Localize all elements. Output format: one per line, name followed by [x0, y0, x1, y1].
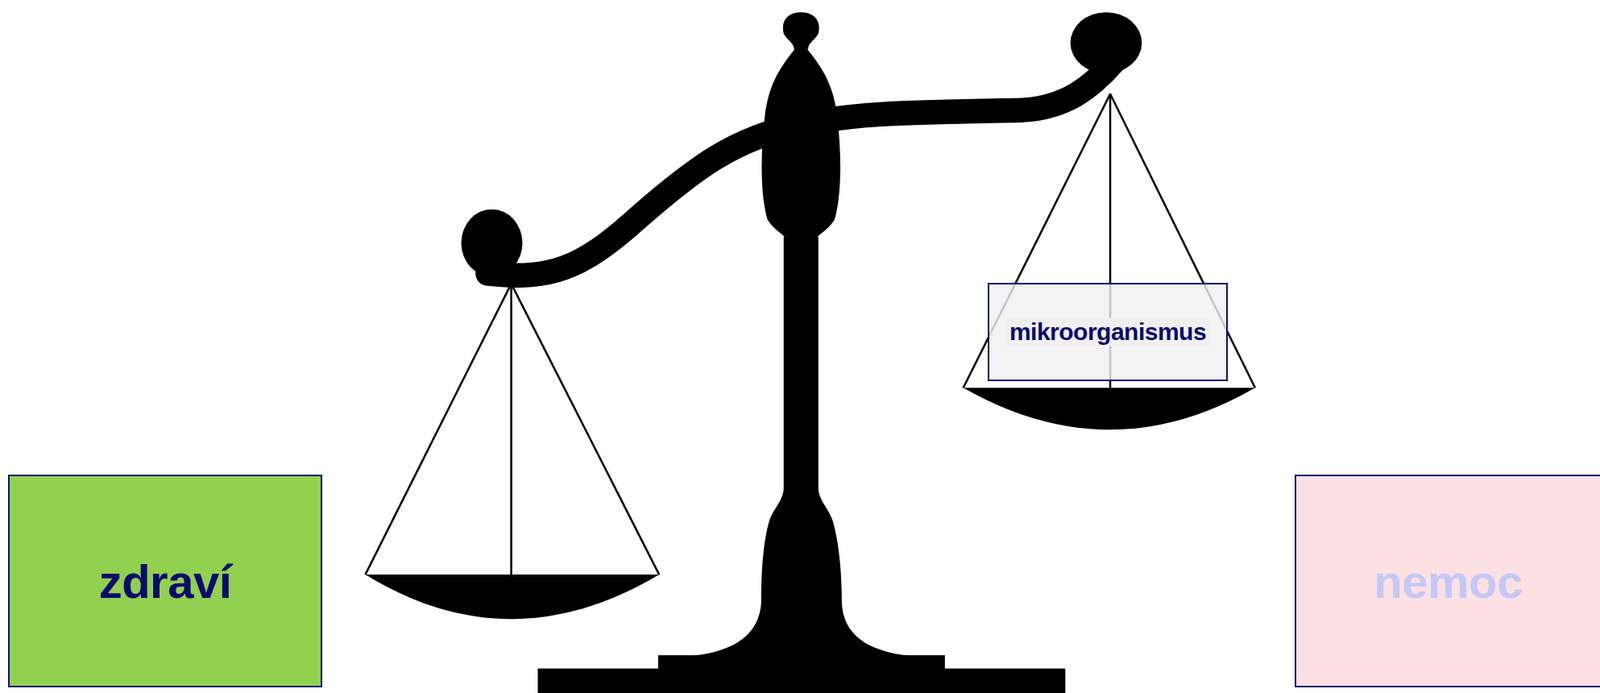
pan-string	[511, 283, 660, 575]
scale-beam	[487, 61, 1115, 276]
pan-string	[509, 283, 513, 575]
pan-string	[364, 283, 511, 575]
scale-pillar	[673, 236, 929, 658]
scale-pan-right	[963, 387, 1256, 430]
concept-box: mikroorganismus	[987, 282, 1228, 382]
concept-box: zdraví	[8, 474, 323, 688]
box-label: mikroorganismus	[1006, 318, 1210, 346]
box-label: nemoc	[1373, 554, 1522, 609]
concept-box: nemoc	[1294, 474, 1600, 688]
scale-step	[658, 654, 946, 671]
scale-knob	[783, 12, 820, 50]
scale-base	[537, 668, 1066, 693]
scale-pan-left	[364, 574, 660, 619]
box-label: zdraví	[99, 554, 233, 609]
